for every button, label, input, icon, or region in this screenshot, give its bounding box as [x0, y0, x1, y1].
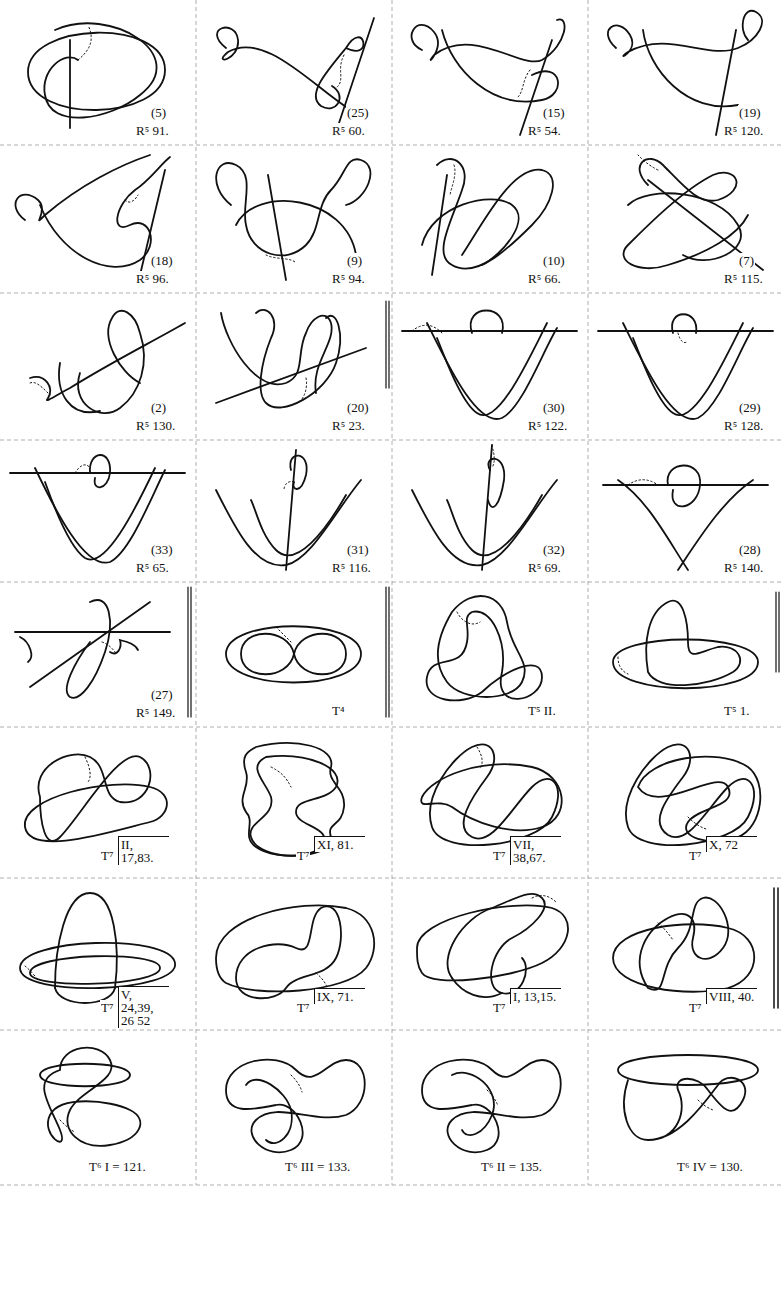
figure-label: T⁶ I = 121. — [88, 1159, 147, 1174]
figure-label: VII, 38,67. — [510, 836, 561, 865]
callout-number: (9) — [346, 253, 363, 268]
figure-label: T⁶ IV = 130. — [676, 1159, 744, 1174]
figure-label: R⁵ 120. — [723, 123, 764, 138]
callout-number: (31) — [346, 542, 370, 557]
figure-label: R⁵ 140. — [723, 560, 764, 575]
figure-label: R⁵ 96. — [135, 271, 170, 286]
figure-label: T⁵ 1. — [723, 703, 750, 718]
figure-label: T⁶ II = 135. — [480, 1159, 543, 1174]
figure-label: T⁷ — [688, 1000, 702, 1015]
figure-label: T⁷ — [296, 1000, 310, 1015]
figure-label: T⁶ III = 133. — [284, 1159, 351, 1174]
callout-number: (15) — [542, 105, 566, 120]
callout-number: (33) — [150, 542, 174, 557]
figure-label: R⁵ 66. — [527, 271, 562, 286]
figure-label: R⁵ 23. — [331, 418, 366, 433]
figure-label: T⁷ — [100, 1000, 114, 1015]
figure-label: R⁵ 122. — [527, 418, 568, 433]
figure-label: X, 72 — [706, 836, 757, 852]
figure-label: R⁵ 69. — [527, 560, 562, 575]
figure-label: R⁵ 115. — [723, 271, 764, 286]
curves — [10, 11, 779, 1153]
callout-number: (18) — [150, 253, 174, 268]
figure-label: R⁵ 130. — [135, 418, 176, 433]
figure-label: T⁷ — [492, 848, 506, 863]
figure-label: V, 24,39, 26 52 — [118, 986, 169, 1028]
figure-label: R⁵ 54. — [527, 123, 562, 138]
callout-number: (19) — [738, 105, 762, 120]
callout-number: (28) — [738, 542, 762, 557]
figure-label: T⁷ — [688, 848, 702, 863]
callout-number: (30) — [542, 400, 566, 415]
figure-label: R⁵ 128. — [723, 418, 764, 433]
figure-label: XI, 81. — [314, 836, 365, 852]
figure-label: T⁵ II. — [527, 703, 557, 718]
callout-number: (25) — [346, 105, 370, 120]
figure-label: R⁵ 65. — [135, 560, 170, 575]
figure-label: R⁵ 149. — [135, 705, 176, 720]
callout-number: (7) — [738, 253, 755, 268]
figure-label: R⁵ 91. — [135, 123, 170, 138]
callout-number: (5) — [150, 105, 167, 120]
figure-label: I, 13,15. — [510, 988, 561, 1004]
figure-label: IX, 71. — [314, 988, 365, 1004]
callout-number: (10) — [542, 253, 566, 268]
figure-label: R⁵ 60. — [331, 123, 366, 138]
callout-number: (29) — [738, 400, 762, 415]
figure-label: T⁴ — [331, 703, 345, 718]
figure-label: R⁵ 116. — [331, 560, 372, 575]
callout-number: (32) — [542, 542, 566, 557]
figure-label: R⁵ 94. — [331, 271, 366, 286]
figure-label: T⁷ — [296, 848, 310, 863]
figure-label: T⁷ — [492, 1000, 506, 1015]
grid-lines — [0, 0, 784, 1185]
figure-label: VIII, 40. — [706, 988, 757, 1004]
callout-number: (27) — [150, 687, 174, 702]
callout-number: (2) — [150, 400, 167, 415]
callout-number: (20) — [346, 400, 370, 415]
figure-label: T⁷ — [100, 848, 114, 863]
figure-label: II, 17,83. — [118, 836, 169, 865]
